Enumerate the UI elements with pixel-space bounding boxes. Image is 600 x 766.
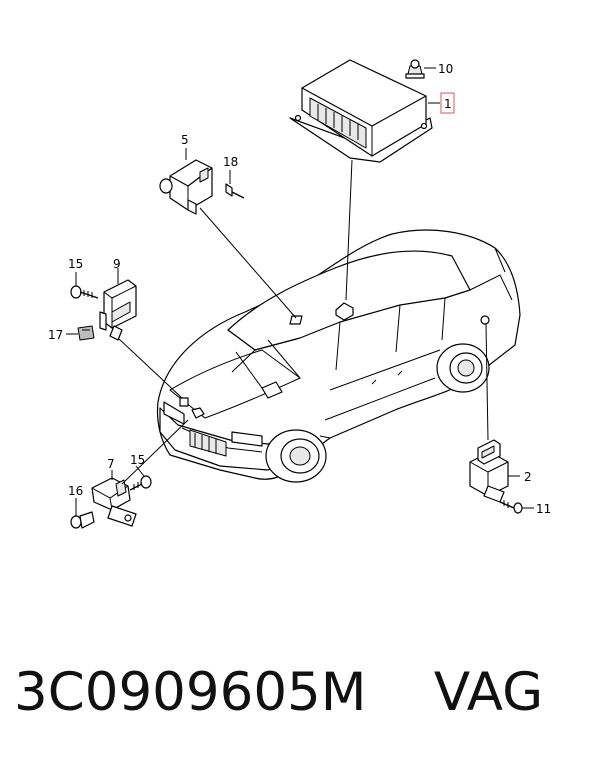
bolt-part-15-upper <box>70 285 99 299</box>
part-number: 3C0909605M <box>14 662 367 723</box>
callout-15-lower: 15 <box>130 453 145 467</box>
part-1-highlight-box <box>440 92 455 114</box>
leader-line-15-lower <box>135 465 145 477</box>
callout-18: 18 <box>223 155 238 169</box>
bolt-part-18 <box>225 183 245 199</box>
leader-line-2-to-car <box>485 323 489 441</box>
side-sensor-part-2 <box>469 439 509 503</box>
sensor-part-9 <box>99 279 137 341</box>
leader-line-1 <box>345 159 353 301</box>
clip-part-17 <box>77 325 95 341</box>
parts-diagram: 1 10 5 18 9 15 <box>48 59 551 529</box>
callout-7: 7 <box>107 457 115 471</box>
leader-line-9-to-car <box>117 337 183 399</box>
nut-part-10 <box>405 59 425 79</box>
car-illustration <box>156 229 521 483</box>
callout-1: 1 <box>444 97 452 111</box>
callout-16: 16 <box>68 484 83 498</box>
bolt-part-16 <box>70 511 95 529</box>
leader-line-7-to-car <box>121 419 189 485</box>
bolt-part-11 <box>499 500 523 514</box>
sensor-part-7 <box>91 477 137 527</box>
callout-11: 11 <box>536 502 551 516</box>
callout-9: 9 <box>113 257 121 271</box>
bolt-part-15-lower <box>129 475 152 491</box>
callout-15-upper: 15 <box>68 257 83 271</box>
callout-5: 5 <box>181 133 189 147</box>
leader-line-5-to-car <box>199 207 297 319</box>
callout-10: 10 <box>438 62 453 76</box>
front-crash-sensor-part-5 <box>159 159 213 215</box>
callout-2: 2 <box>524 470 532 484</box>
airbag-control-unit <box>289 59 433 163</box>
part-caption: 3C0909605M VAG <box>14 666 543 719</box>
brand-name: VAG <box>433 662 544 723</box>
callout-17: 17 <box>48 328 63 342</box>
